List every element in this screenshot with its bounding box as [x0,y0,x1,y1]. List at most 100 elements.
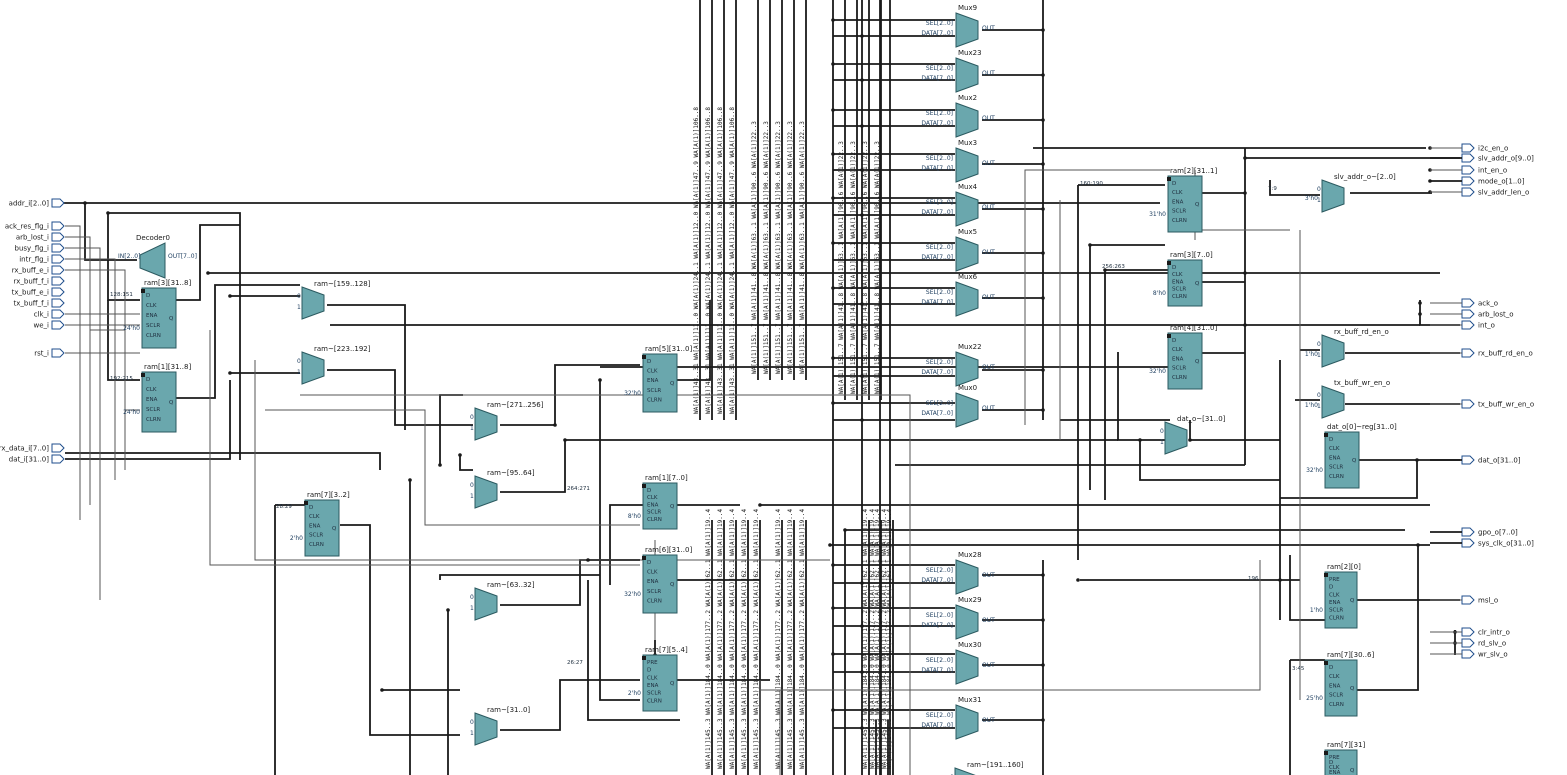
reg-r7_3_2-body [304,499,340,557]
junction-34 [1041,162,1045,166]
junction-7 [458,453,462,457]
reg-dato-q-port: Q [1352,458,1357,464]
reg-r7_3_2-pin [304,501,308,505]
bus-label-128: 128:151 [110,292,133,298]
input-port-4 [51,254,65,264]
mux-bottom-2-sel-port: SEL[2..0] [926,657,953,664]
bus-top-c-3-label: WA[A(1)]151..7 WA[A(1)]41..8 WA[A(1)]63.… [874,141,881,394]
reg-r3_7-port-2: ENA [1172,279,1184,285]
reg-r5-port-2: ENA [647,378,659,384]
junction-68 [1041,618,1045,622]
reg-r5-port-1: CLK [647,369,658,375]
junction-11 [586,558,590,562]
reg-r5-pin [642,355,646,359]
junction-24 [860,124,864,128]
mux-bottom-0-shape [955,559,979,595]
reg-r6-pin [642,556,646,560]
bus-bot-a-1-label: WA[A(1)]145..3 WA[A(1)]184..0 WA[A(1)]17… [717,509,724,769]
junction-52 [1088,243,1092,247]
reg-r2_0-const: 1'h0 [1310,607,1323,614]
output-port-8 [1461,348,1475,358]
bus-bot-a-3-label: WA[A(1)]145..3 WA[A(1)]184..0 WA[A(1)]17… [741,509,748,769]
input-port-label-5: rx_buff_e_i [12,267,49,275]
reg-r2_31_1-port-1: CLK [1172,190,1183,196]
output-port-label-11: gpo_o[7..0] [1478,529,1518,537]
junction-8 [563,438,567,442]
output-port-label-12: sys_clk_o[31..0] [1478,540,1534,548]
reg-dato-port-4: CLRN [1329,474,1344,480]
reg-r7_5_4-port-4: SCLR [647,691,661,697]
sel-s63-pin-0: 0 [470,594,474,601]
mux-top-2-out-port: OUT [982,115,995,122]
junction-69 [1041,663,1045,667]
mux-top-7-name: Mux22 [958,343,982,351]
sel-rx_rd-pin-0: 0 [1317,341,1321,348]
bus-top-b-1-label: WA[A(1)]151..7 WA[A(1)]41..8 WA[A(1)]63.… [763,121,770,374]
junction-70 [1041,718,1045,722]
reg-r2_0-pin [1324,573,1328,577]
output-port-label-7: int_o [1478,322,1495,330]
reg-dato-const: 32'h0 [1306,467,1323,474]
mux-bottom-3-shape [955,704,979,740]
mux-top-6-sel-port: SEL[2..0] [926,289,953,296]
reg-r2_31_1-const: 31'h0 [1149,211,1166,218]
sel-s95-shape [474,475,498,509]
reg-r33_8-const: 24'h0 [123,325,140,332]
reg-r3_7-port-3: SCLR [1172,287,1186,293]
bus-top-b-2-label: WA[A(1)]151..7 WA[A(1)]41..8 WA[A(1)]63.… [775,121,782,374]
sel-s63-shape [474,587,498,621]
mux-bottom-0-sel-port: SEL[2..0] [926,567,953,574]
junction-45 [1416,543,1420,547]
reg-r7_3_2-port-3: SCLR [309,533,323,539]
output-port-3 [1461,176,1475,186]
reg-r7_30_6-title: ram[7][30..6] [1327,651,1374,659]
sel-tx_wr-pin-0: 0 [1317,392,1321,399]
reg-dato-port-2: ENA [1329,455,1341,461]
mux-top-4-sel-port: SEL[2..0] [926,199,953,206]
decoder-shape [139,242,166,279]
mux-top-5-out-port: OUT [982,249,995,256]
reg-r3_7-body [1167,259,1203,307]
reg-r7_3_2-port-0: D [309,505,313,511]
reg-r33_8-pin [141,289,145,293]
reg-r5-title: ram[5][31..0] [645,345,692,353]
junction-30 [860,418,864,422]
sel-rx_rd: rx_buff_rd_en_o01 [1317,328,1389,368]
reg-r7_5_4-port-3: ENA [647,683,659,689]
reg-r33_8-port-3: SCLR [146,323,160,329]
bus-bot-b-1-label: WA[A(1)]145..3 WA[A(1)]184..0 WA[A(1)]17… [787,509,794,769]
mux-bottom-3-name: Mux31 [958,696,982,704]
reg-r13_8-body [141,371,177,433]
reg-r4-port-2: ENA [1172,356,1184,362]
sel-s95: ram~[95..64]01 [470,469,535,509]
labels: 3'h01'h01'h0128:151192:21528:29264:27126… [110,181,1318,672]
junction-64 [860,624,864,628]
junction-20 [831,356,835,360]
junction-62 [831,708,835,712]
const-1h0-b: 1'h0 [1305,402,1318,409]
junction-29 [860,374,864,378]
reg-r13_8-port-3: SCLR [146,407,160,413]
reg-r7_30_6-port-1: CLK [1329,674,1340,680]
reg-r33_8-title: ram[3][31..8] [144,279,191,287]
reg-r1_7-q-port: Q [670,504,675,510]
input-port-2 [51,232,65,242]
mux-bottom-0-name: Mux28 [958,551,982,559]
junction-16 [831,152,835,156]
junction-61 [831,652,835,656]
bus-bot-a-4-label: WA[A(1)]145..3 WA[A(1)]184..0 WA[A(1)]17… [753,509,760,769]
reg-dato-port-0: D [1329,437,1333,443]
junction-44 [1415,458,1419,462]
output-port-2 [1461,165,1475,175]
sel-s63: ram~[63..32]01 [470,581,535,621]
mux-top-2-shape [955,102,979,138]
reg-r2_0-port-3: ENA [1329,600,1341,606]
sel-s271: ram~[271..256]01 [470,401,544,441]
output-port-label-8: rx_buff_rd_en_o [1478,350,1533,358]
junction-27 [860,258,864,262]
reg-r2_31_1-port-4: CLRN [1172,218,1187,224]
